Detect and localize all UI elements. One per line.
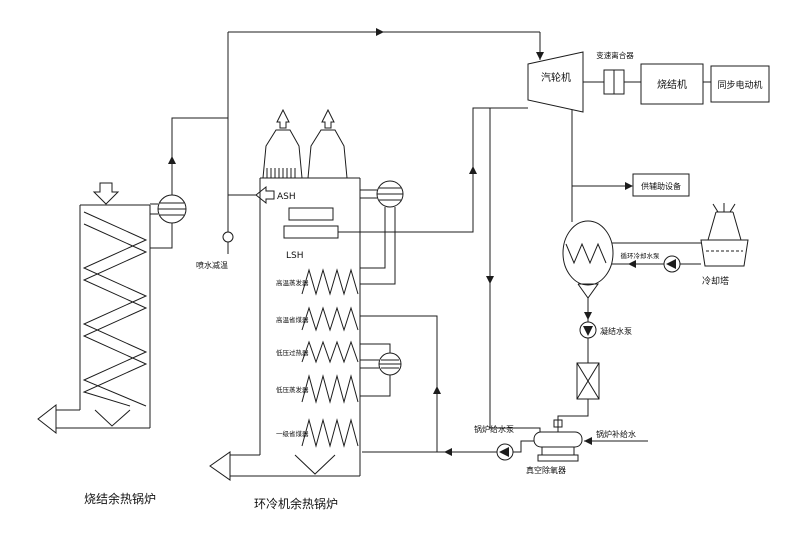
left-boiler-label: 烧结余热锅炉: [84, 491, 156, 506]
circ-pump-label: 循环冷却水泵: [621, 251, 661, 260]
flow-arrow: [168, 156, 176, 164]
center-boiler-label: 环冷机余热锅炉: [254, 496, 338, 511]
spray-valve: [222, 231, 234, 243]
turbine-train: [527, 51, 770, 113]
gas-up-arrow-right-icon: [321, 108, 335, 129]
hp-economizer-label: 高温省煤器: [276, 315, 309, 324]
cooling-tower-label: 冷却塔: [702, 275, 729, 287]
deaerator-label: 真空除氧器: [526, 465, 566, 475]
makeup-water-label: 锅炉补给水: [596, 429, 636, 439]
clutch-label: 变速离合器: [596, 50, 634, 60]
flow-arrow: [486, 276, 494, 284]
flow-arrow: [625, 182, 633, 190]
lp-evaporator-label: 低压蒸发器: [276, 385, 309, 394]
sinter-machine-box: [640, 63, 704, 105]
lsh-label: LSH: [286, 251, 304, 261]
hp-evaporator-label: 高温蒸发器: [276, 278, 309, 287]
gas-left-arrow2-icon: [209, 451, 231, 481]
sinter-boiler-shape: [37, 182, 187, 435]
gland-heater-shape: [576, 362, 600, 400]
gas-down-arrow-icon: [92, 182, 120, 205]
flow-arrow: [433, 386, 441, 394]
labels: 汽轮机 变速离合器 烧结机 同步电动机 供辅助设备 循环冷却水泵 冷却塔 凝结水…: [84, 50, 763, 511]
turbine-shape: [527, 51, 584, 113]
spray-label: 喷水减温: [196, 260, 228, 270]
cooling-tower-shape: [700, 203, 749, 267]
ring-cooler-boiler-shape: [209, 108, 404, 481]
gas-left-arrow-icon: [37, 403, 57, 435]
gas-up-arrow-left-icon: [276, 108, 290, 129]
flow-arrow: [376, 28, 384, 36]
sync-motor-label: 同步电动机: [717, 79, 762, 91]
stage1-economizer-label: 一级省煤器: [276, 429, 309, 438]
ash-outlet-arrow-icon: [255, 185, 275, 205]
flow-arrow: [584, 437, 592, 445]
aux-equipment-label: 供辅助设备: [641, 181, 681, 191]
flow-arrow: [469, 166, 477, 174]
piping: [168, 28, 701, 456]
aux-equipment-box: [632, 173, 690, 197]
flow-arrow: [536, 52, 544, 60]
turbine-label: 汽轮机: [541, 71, 571, 84]
condenser-shape: [562, 220, 614, 299]
flow-arrow: [628, 260, 636, 268]
condensate-pump-label: 凝结水泵: [600, 326, 632, 336]
ash-label: ASH: [277, 192, 296, 202]
sync-motor-box: [710, 65, 770, 103]
sinter-machine-label: 烧结机: [657, 78, 687, 91]
flow-arrow: [444, 448, 452, 456]
flow-arrow: [584, 312, 592, 320]
lp-superheater-label: 低压过热器: [276, 348, 309, 357]
feed-pump-label: 锅炉给水泵: [474, 424, 514, 434]
